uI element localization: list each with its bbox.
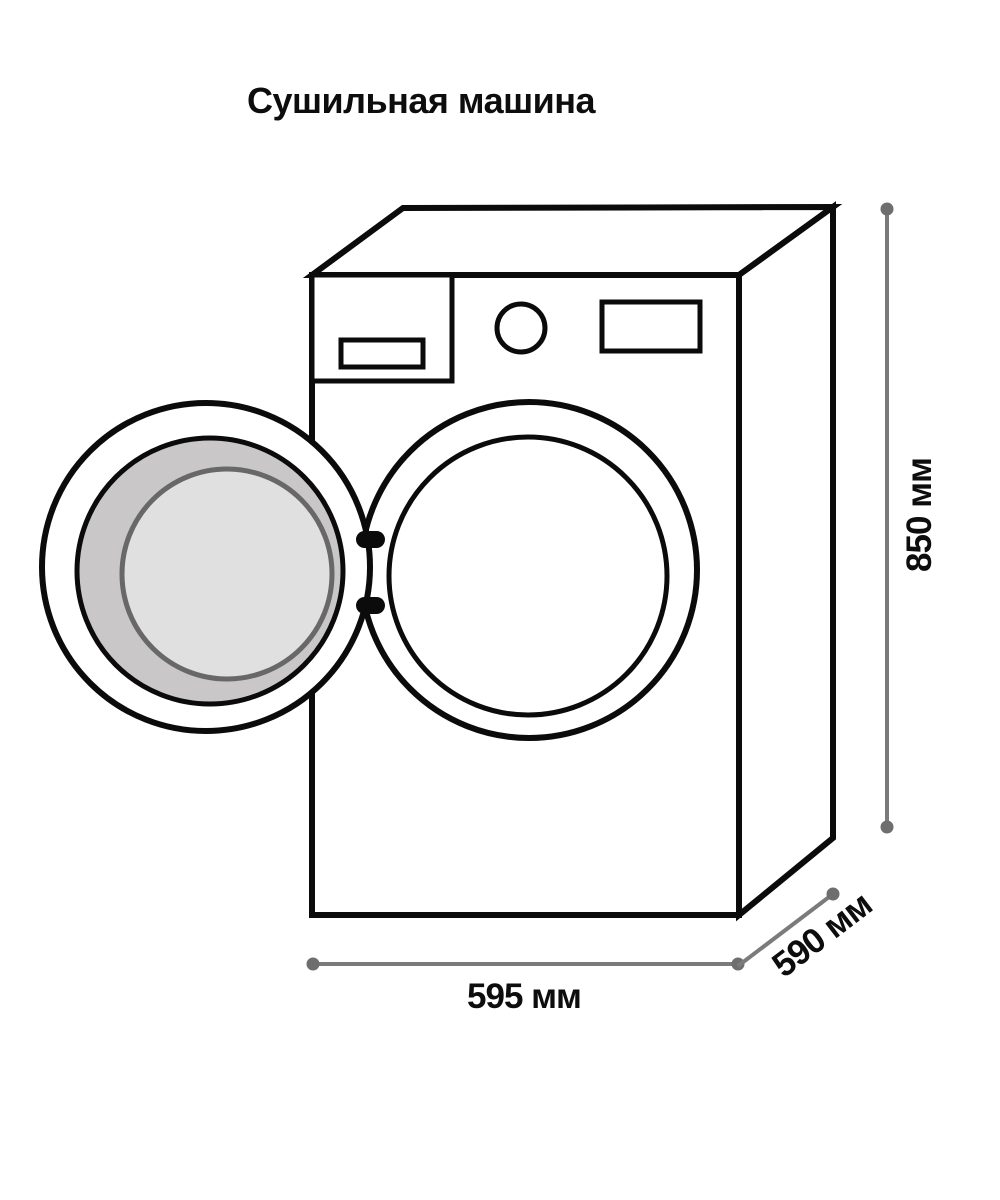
width-dimension-label: 595 мм	[467, 977, 581, 1016]
depth-dimension-line	[736, 892, 835, 968]
panel-display-window	[338, 337, 426, 370]
open-door	[39, 400, 385, 734]
program-knob	[494, 301, 548, 355]
machine-body	[302, 201, 843, 922]
width-dimension: 595 мм	[306, 957, 745, 1016]
door-hinge-bottom-icon	[356, 597, 385, 614]
page-title: Сушильная машина	[247, 80, 596, 121]
height-dimension-label: 850 мм	[900, 458, 939, 572]
depth-dim-dot-top	[826, 887, 840, 901]
height-dim-dot-top	[880, 202, 894, 216]
width-dim-dot-left	[306, 957, 320, 971]
door-glass	[119, 466, 335, 682]
door-hinge-top-icon	[356, 531, 385, 548]
machine-side-face	[736, 201, 836, 922]
control-display	[599, 299, 703, 354]
drum-opening-inner	[386, 434, 670, 718]
height-dimension: 850 мм	[880, 202, 939, 834]
height-dim-dot-bottom	[880, 820, 894, 834]
